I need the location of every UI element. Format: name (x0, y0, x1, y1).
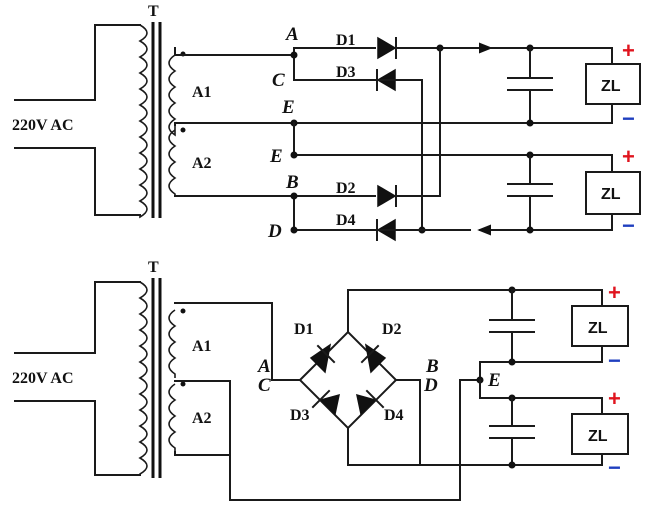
bottom-source-label: 220V AC (12, 370, 74, 387)
bottom-load-2-minus: − (608, 455, 621, 480)
bottom-winding-a1: A1 (192, 338, 212, 355)
top-primary-coil (138, 24, 148, 219)
bottom-source-wire-upper (14, 281, 141, 354)
bottom-secondary-a2 (168, 383, 177, 452)
bottom-load-2-label: ZL (588, 428, 608, 445)
top-diode-d4-label: D4 (336, 212, 356, 229)
bottom-transformer-label: T (148, 259, 159, 276)
bottom-node-a: A (257, 356, 271, 377)
bottom-capacitor-2 (489, 397, 535, 466)
bottom-diode-d2 (364, 343, 387, 374)
top-source-label: 220V AC (12, 117, 74, 134)
bottom-diode-d3 (319, 393, 340, 416)
bottom-node-d: D (423, 375, 438, 396)
top-load-2 (585, 171, 641, 215)
top-winding-a1: A1 (192, 84, 212, 101)
bottom-node-c: C (258, 375, 271, 396)
bottom-load-2 (571, 413, 629, 455)
top-diode-d2 (377, 184, 397, 208)
top-load-2-minus: − (622, 213, 635, 238)
bottom-bridge (298, 330, 398, 430)
top-source-wire-lower (14, 147, 141, 216)
bottom-diode-d1-label: D1 (294, 321, 314, 338)
top-circuit: 220V AC T A1 A2 A C E E (12, 3, 641, 242)
top-node-a: A (285, 24, 299, 45)
bottom-load-1-plus: + (608, 280, 621, 305)
top-diode-d1 (377, 36, 397, 60)
top-node-e1: E (281, 97, 295, 118)
bottom-source-wire-lower (14, 400, 141, 476)
bottom-secondary-a1 (168, 309, 177, 378)
top-node-d: D (267, 221, 282, 242)
bottom-diode-d2-label: D2 (382, 321, 402, 338)
top-transformer-label: T (148, 3, 159, 20)
bottom-load-2-plus: + (608, 386, 621, 411)
bottom-winding-a2: A2 (192, 410, 212, 427)
top-diode-d2-label: D2 (336, 180, 356, 197)
bottom-circuit: 220V AC T A1 A2 A C B D D1 D (12, 259, 629, 501)
bottom-load-1-minus: − (608, 348, 621, 373)
top-diode-d3-label: D3 (336, 64, 356, 81)
top-capacitor-2 (507, 154, 553, 231)
top-secondary-a1 (168, 54, 177, 137)
top-load-1-minus: − (622, 106, 635, 131)
bottom-diode-d3-label: D3 (290, 407, 310, 424)
top-capacitor-1 (507, 47, 553, 124)
bottom-node-b: B (425, 356, 439, 377)
bottom-primary-coil (138, 281, 148, 475)
bottom-node-e: E (487, 370, 501, 391)
top-load-2-label: ZL (601, 186, 621, 203)
bottom-capacitor-1 (489, 289, 535, 363)
bottom-diode-d1 (309, 343, 332, 374)
top-diode-d1-label: D1 (336, 32, 356, 49)
top-winding-a2: A2 (192, 155, 212, 172)
top-load-2-plus: + (622, 144, 635, 169)
top-node-b: B (285, 172, 299, 193)
top-node-c: C (272, 70, 285, 91)
top-load-1-label: ZL (601, 78, 621, 95)
bottom-load-1-label: ZL (588, 320, 608, 337)
top-load-1-plus: + (622, 38, 635, 63)
bottom-load-1 (571, 305, 629, 347)
bottom-diode-d4-label: D4 (384, 407, 404, 424)
top-secondary-a2 (168, 129, 177, 196)
top-node-e2: E (269, 146, 283, 167)
bottom-diode-d4 (356, 393, 377, 416)
top-source-wire-upper (14, 24, 141, 101)
